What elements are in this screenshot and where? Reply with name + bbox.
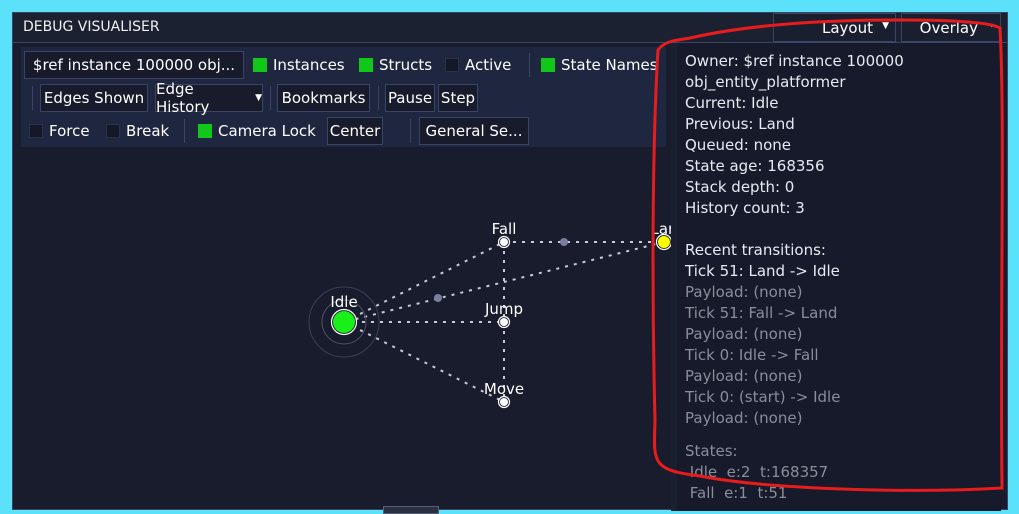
checkbox-label: Structs: [379, 56, 433, 74]
checkbox-state-names[interactable]: State Names: [541, 51, 658, 79]
checkbox-break[interactable]: Break: [106, 117, 169, 145]
transition-edge: [343, 241, 505, 323]
states-heading: States:: [685, 442, 738, 460]
state-node-label: Idle: [330, 293, 357, 311]
current-state-ring: [308, 286, 380, 358]
transition-item: Tick 51: Fall -> Land: [685, 304, 838, 322]
checkbox-icon: [106, 124, 120, 138]
state-node-move[interactable]: [500, 398, 508, 406]
state-node-label: Jump: [484, 300, 523, 318]
history-count-text: History count: 3: [685, 199, 805, 217]
edge-history-dropdown[interactable]: Edge History ▼: [155, 80, 263, 116]
state-row: Fall e:1 t:51: [685, 484, 788, 502]
recent-transitions-heading: Recent transitions:: [685, 241, 826, 259]
divider: [32, 86, 33, 110]
transition-payload: Payload: (none): [685, 283, 803, 301]
edges-shown-button[interactable]: Edges Shown: [40, 84, 148, 112]
center-button[interactable]: Center: [327, 117, 383, 145]
transition-item: Tick 0: (start) -> Idle: [685, 388, 841, 406]
transition-payload: Payload: (none): [685, 325, 803, 343]
transition-payload: Payload: (none): [685, 367, 803, 385]
checkbox-label: State Names: [561, 56, 658, 74]
checkbox-label: Instances: [273, 56, 345, 74]
checkbox-icon: [198, 124, 212, 138]
chevron-down-icon: ▼: [882, 21, 889, 31]
transition-payload: Payload: (none): [685, 409, 803, 427]
state-node-idle[interactable]: [333, 311, 355, 333]
chevron-down-icon: ▼: [255, 93, 262, 103]
current-state-ring: [321, 299, 367, 345]
checkbox-label: Camera Lock: [218, 122, 316, 140]
state-node-label: Lan: [650, 220, 677, 238]
checkbox-label: Break: [126, 122, 170, 140]
checkbox-label: Active: [465, 56, 512, 74]
checkbox-icon: [359, 58, 373, 72]
toolbar: $ref instance 100000 obj... Instances St…: [21, 47, 666, 147]
queued-text: Queued: none: [685, 136, 792, 154]
divider: [410, 119, 411, 143]
state-node-lan[interactable]: [658, 236, 670, 248]
previous-state-text: Previous: Land: [685, 115, 795, 133]
checkbox-structs[interactable]: Structs: [359, 51, 432, 79]
bookmarks-button[interactable]: Bookmarks: [277, 84, 370, 112]
checkbox-instances[interactable]: Instances: [253, 51, 345, 79]
divider: [529, 53, 530, 77]
divider: [270, 86, 271, 110]
stack-depth-text: Stack depth: 0: [685, 178, 795, 196]
general-settings-button[interactable]: General Se...: [419, 117, 529, 145]
state-node-label: Move: [484, 380, 524, 398]
checkbox-icon: [445, 58, 459, 72]
transition-item: Tick 0: Idle -> Fall: [685, 346, 819, 364]
state-age-text: State age: 168356: [685, 157, 825, 175]
state-info-panel: Owner: $ref instance 100000 obj_entity_p…: [671, 43, 1001, 511]
transition-item: Tick 51: Land -> Idle: [685, 262, 840, 280]
checkbox-label: Force: [49, 122, 90, 140]
pause-button[interactable]: Pause: [385, 84, 435, 112]
checkbox-icon: [541, 58, 555, 72]
divider: [184, 119, 185, 143]
layout-label: Layout: [822, 18, 873, 37]
owner-text: Owner: $ref instance 100000: [685, 52, 904, 70]
divider: [378, 86, 379, 110]
checkbox-icon: [253, 58, 267, 72]
owner-object-text: obj_entity_platformer: [685, 73, 846, 91]
instance-select[interactable]: $ref instance 100000 obj...: [24, 51, 244, 79]
title-bar[interactable]: DEBUG VISUALISER Layout▼ Overlay›: [13, 13, 1007, 43]
layout-dropdown[interactable]: Layout ▼: [773, 13, 896, 42]
step-button[interactable]: Step: [438, 84, 478, 112]
state-node-label: Fall: [492, 220, 517, 238]
transition-edge: [343, 321, 505, 403]
edge-marker: [560, 238, 568, 246]
checkbox-force[interactable]: Force: [29, 117, 90, 145]
state-node-fall[interactable]: [500, 238, 508, 246]
window-title: DEBUG VISUALISER: [23, 19, 160, 35]
checkbox-icon: [29, 124, 43, 138]
checkbox-camera-lock[interactable]: Camera Lock: [198, 117, 316, 145]
current-state-text: Current: Idle: [685, 94, 779, 112]
edge-history-label: Edge History: [156, 80, 210, 116]
checkbox-active[interactable]: Active: [445, 51, 511, 79]
transition-edge: [343, 241, 665, 323]
edge-marker: [434, 294, 442, 302]
state-node-jump[interactable]: [500, 318, 508, 326]
